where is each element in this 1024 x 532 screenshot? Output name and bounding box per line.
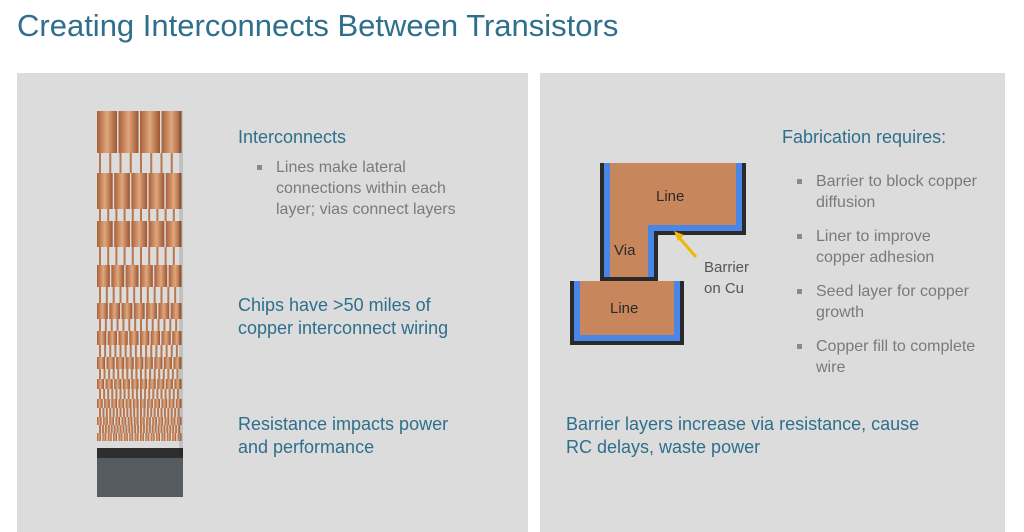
bullet-icon	[257, 165, 262, 170]
bullet-icon	[797, 234, 802, 239]
interconnect-stack-illustration	[97, 111, 183, 497]
list-item: Lines make lateral connections within ea…	[254, 157, 484, 220]
arrow-head-icon	[674, 231, 684, 241]
barrier-footer: Barrier layers increase via resistance, …	[566, 414, 920, 457]
barrier-label-line1: Barrier	[704, 259, 749, 276]
bullet-icon	[797, 179, 802, 184]
line-via-diagram: Line Via Line Barrier on Cu	[570, 163, 749, 345]
left-panel: Interconnects Lines make lateral connect…	[17, 73, 528, 532]
list-item: Copper fill to complete wire	[794, 336, 984, 378]
bullet-icon	[797, 344, 802, 349]
resistance-heading: Resistance impacts power and performance	[238, 414, 449, 457]
miles-heading: Chips have >50 miles of copper interconn…	[238, 295, 449, 338]
list-item: Seed layer for copper growth	[794, 281, 984, 323]
line-bottom-label: Line	[610, 300, 638, 317]
right-panel: Line Via Line Barrier on Cu Fabrication …	[540, 73, 1005, 532]
line-top-label: Line	[656, 188, 684, 205]
interconnects-heading: Interconnects	[238, 127, 347, 147]
bullet-icon	[797, 289, 802, 294]
barrier-label-line2: on Cu	[704, 280, 744, 297]
interconnects-bullets: Lines make lateral connections within ea…	[254, 157, 484, 220]
list-item: Barrier to block copper diffusion	[794, 171, 984, 213]
list-item: Liner to improve copper adhesion	[794, 226, 984, 268]
fabrication-heading: Fabrication requires:	[782, 127, 947, 147]
via-label: Via	[614, 242, 636, 259]
fabrication-bullets: Barrier to block copper diffusion Liner …	[794, 171, 984, 391]
page-title: Creating Interconnects Between Transisto…	[17, 8, 619, 43]
